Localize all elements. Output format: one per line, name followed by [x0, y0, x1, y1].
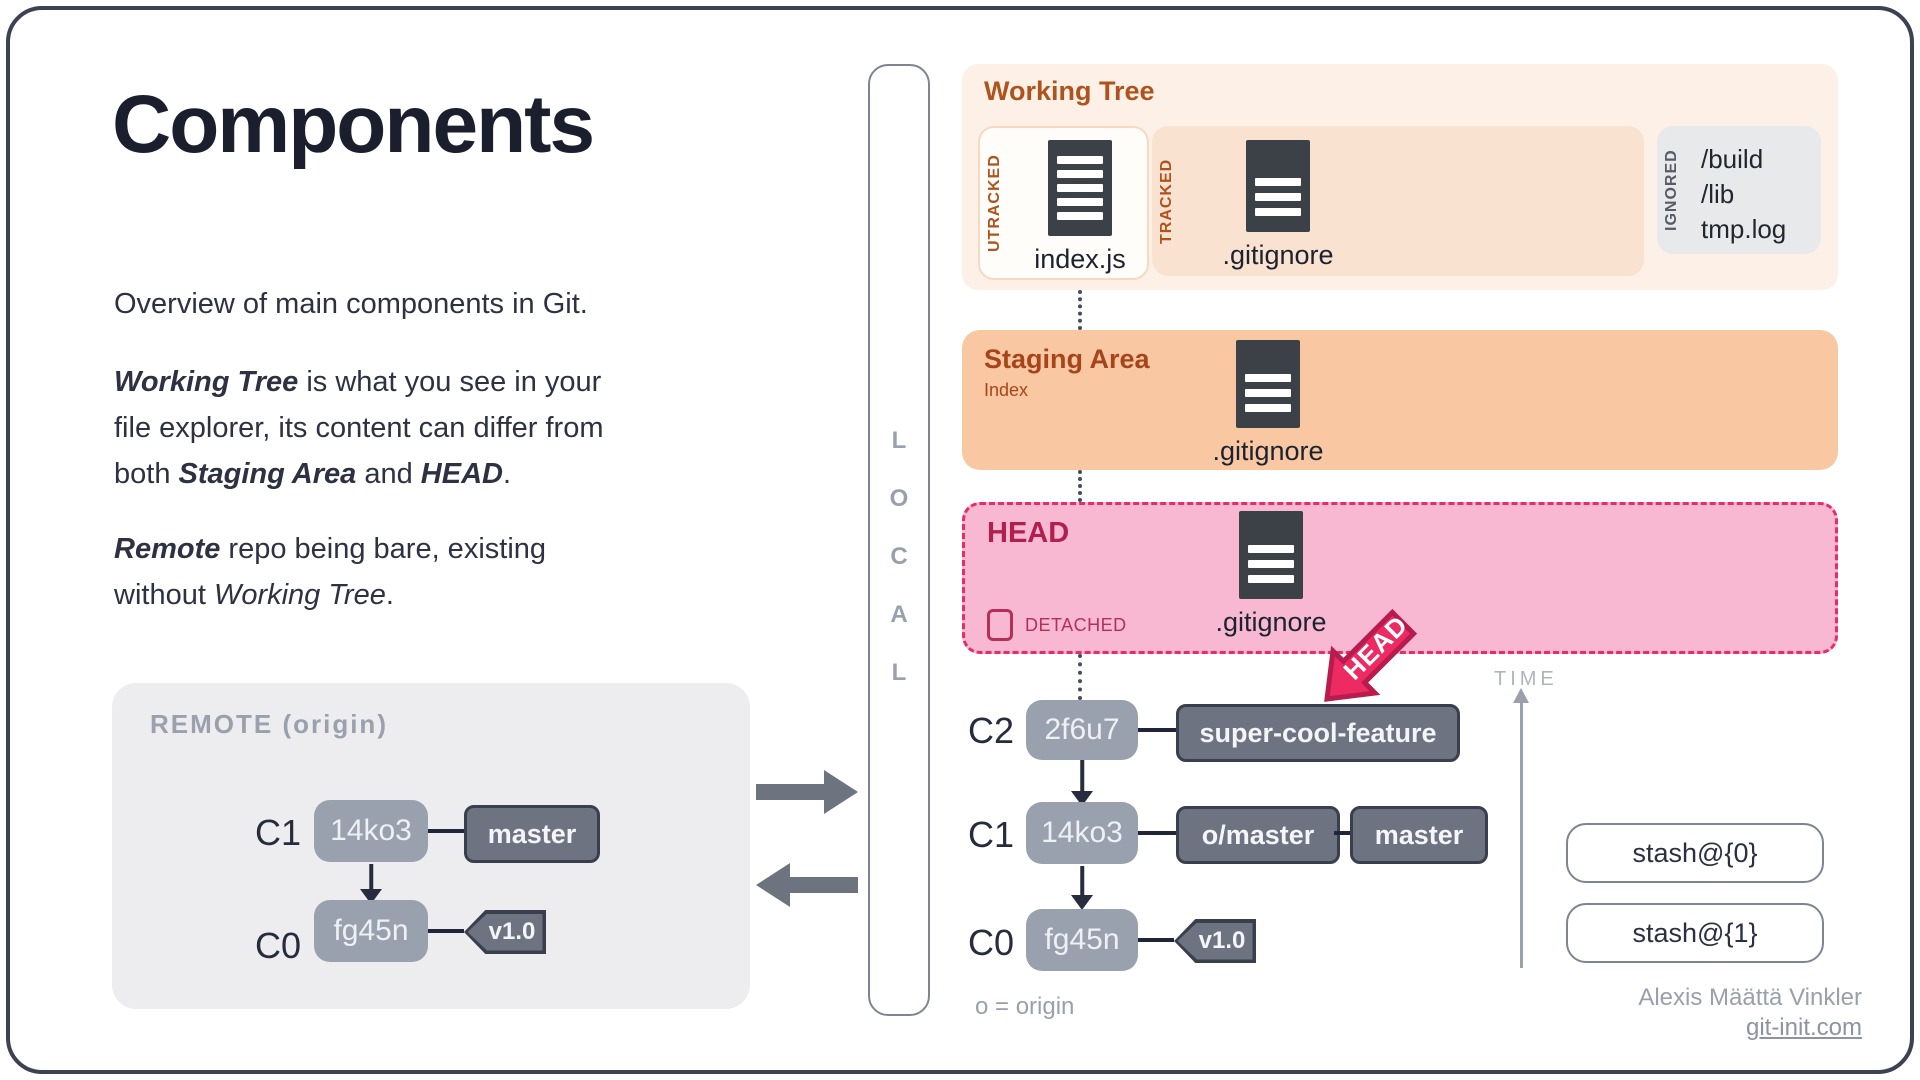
- untracked-label: UTRACKED: [986, 154, 1003, 252]
- local-commit-node: fg45n: [1026, 909, 1138, 971]
- local-tag-v1: v1.0: [1174, 919, 1256, 963]
- file-name: index.js: [1034, 244, 1126, 274]
- dotted-connector: [1078, 470, 1082, 502]
- connector-line: [428, 929, 464, 933]
- ignored-label: IGNORED: [1663, 149, 1680, 231]
- commit-parent-arrow: [360, 864, 382, 904]
- ignored-file: /lib: [1701, 179, 1735, 209]
- branch-master: master: [1350, 806, 1488, 864]
- staging-area-title: Staging Area: [984, 344, 1150, 374]
- file-name: .gitignore: [1222, 240, 1334, 270]
- local-bar: L O C A L: [868, 64, 930, 1016]
- remote-commit-node: 14ko3: [314, 800, 428, 862]
- tracked-section: TRACKED .gitignore: [1152, 126, 1644, 276]
- staging-area-panel: Staging Area Index .gitignore: [962, 330, 1838, 470]
- local-commit-label-c1: C1: [968, 814, 1015, 855]
- file-item-gitignore: .gitignore: [1198, 140, 1358, 271]
- time-axis-line: [1520, 702, 1523, 968]
- connector-line: [1138, 728, 1176, 732]
- file-icon: [1236, 340, 1300, 428]
- time-axis-arrowhead: [1513, 688, 1529, 703]
- remote-tag-v1: v1.0: [464, 910, 546, 954]
- file-icon: [1239, 511, 1303, 599]
- stash-item-1: stash@{1}: [1566, 903, 1824, 963]
- detached-checkbox[interactable]: [987, 609, 1013, 641]
- staging-area-subtitle: Index: [984, 380, 1029, 400]
- file-name: .gitignore: [1215, 607, 1327, 637]
- remote-commit-node: fg45n: [314, 900, 428, 962]
- page-title: Components: [112, 79, 595, 170]
- detached-row: DETACHED: [987, 609, 1127, 641]
- site-link[interactable]: git-init.com: [1745, 1014, 1862, 1041]
- commit-parent-arrow: [1071, 866, 1093, 910]
- file-item-indexjs: index.js: [1020, 140, 1140, 275]
- file-icon: [1246, 140, 1310, 232]
- branch-super-cool-feature: super-cool-feature: [1176, 704, 1460, 762]
- connector-line: [1334, 831, 1350, 835]
- remote-commit-label-c0: C0: [255, 925, 302, 966]
- author-credit: Alexis Määttä Vinkler: [1638, 984, 1862, 1011]
- stash-item-0: stash@{0}: [1566, 823, 1824, 883]
- detached-label: DETACHED: [1025, 614, 1127, 635]
- remote-branch-master: master: [464, 805, 600, 863]
- tracked-label: TRACKED: [1158, 158, 1175, 244]
- local-commit-label-c0: C0: [968, 922, 1015, 963]
- local-commit-node: 2f6u7: [1026, 700, 1138, 760]
- file-icon: [1048, 140, 1112, 236]
- ignored-file: tmp.log: [1701, 214, 1787, 244]
- remote-panel: REMOTE (origin) C1 14ko3 master C0 fg45n…: [112, 683, 750, 1009]
- local-bar-label: L O C A L: [889, 427, 909, 686]
- branch-o-master: o/master: [1176, 806, 1340, 864]
- ignored-section: IGNORED /build /lib tmp.log: [1657, 126, 1821, 254]
- local-commit-label-c2: C2: [968, 710, 1015, 751]
- push-arrow-icon: [756, 770, 858, 814]
- local-commit-node: 14ko3: [1026, 802, 1138, 864]
- file-item-gitignore: .gitignore: [1191, 511, 1351, 638]
- commit-parent-arrow: [1071, 760, 1093, 806]
- intro-paragraph: Overview of main components in Git.: [114, 288, 588, 320]
- remote-panel-title: REMOTE (origin): [150, 709, 388, 739]
- file-name: .gitignore: [1212, 436, 1324, 466]
- connector-line: [1138, 938, 1174, 942]
- file-item-gitignore: .gitignore: [1188, 340, 1348, 467]
- working-tree-title: Working Tree: [984, 76, 1155, 106]
- head-pointer-arrow: HEAD: [1324, 608, 1418, 702]
- fetch-arrow-icon: [756, 863, 858, 907]
- time-axis-label: TIME: [1494, 668, 1558, 690]
- origin-legend: o = origin: [975, 993, 1075, 1020]
- dotted-connector: [1078, 654, 1082, 700]
- ignored-file-list: /build /lib tmp.log: [1701, 142, 1786, 247]
- remote-commit-label-c1: C1: [255, 812, 302, 853]
- ignored-file: /build: [1701, 144, 1764, 174]
- connector-line: [428, 829, 464, 833]
- head-title: HEAD: [987, 517, 1070, 549]
- untracked-section: UTRACKED index.js: [978, 126, 1149, 280]
- dotted-connector: [1078, 290, 1082, 330]
- connector-line: [1138, 831, 1176, 835]
- working-tree-panel: Working Tree UTRACKED index.js TRACKED .…: [962, 64, 1838, 290]
